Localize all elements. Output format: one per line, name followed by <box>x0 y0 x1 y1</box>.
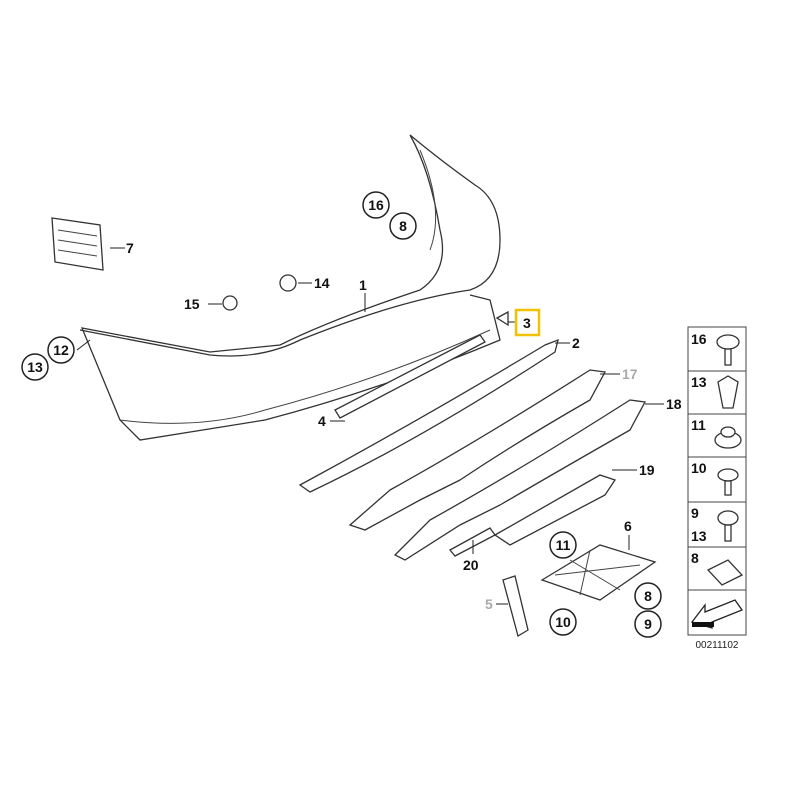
svg-text:10: 10 <box>555 614 571 630</box>
screw-washer-icon <box>717 510 739 542</box>
grille-part-7 <box>51 217 104 271</box>
circled-label-9: 9 <box>634 610 662 638</box>
label-18: 18 <box>666 396 682 412</box>
label-5: 5 <box>485 596 493 612</box>
circled-label-11: 11 <box>549 531 577 559</box>
circled-label-8-lower: 8 <box>634 582 662 610</box>
screw-small-icon <box>717 468 739 496</box>
label-17: 17 <box>622 366 638 382</box>
bracket-part-5 <box>502 575 529 638</box>
arrow-icon <box>690 599 744 629</box>
label-15: 15 <box>184 296 200 312</box>
circled-label-16: 16 <box>362 191 390 219</box>
svg-text:9: 9 <box>644 616 652 632</box>
label-20: 20 <box>463 557 479 573</box>
legend-row-9: 9 <box>691 505 699 521</box>
legend-row-9-13: 13 <box>691 528 707 544</box>
circled-label-10: 10 <box>549 608 577 636</box>
leader-lines <box>76 247 664 605</box>
strip-part-4 <box>334 334 486 419</box>
svg-text:13: 13 <box>27 359 43 375</box>
svg-text:8: 8 <box>399 218 407 234</box>
label-3: 3 <box>523 315 531 331</box>
clip-part-15 <box>222 295 238 311</box>
clip-nut-icon <box>706 559 744 586</box>
label-1: 1 <box>359 277 367 293</box>
legend-row-13: 13 <box>691 374 707 390</box>
svg-text:11: 11 <box>556 537 571 553</box>
rear-bumper-part <box>79 134 501 441</box>
trim-part-19 <box>493 474 617 546</box>
strip-part-2 <box>298 338 559 493</box>
circled-label-8: 8 <box>389 212 417 240</box>
diffuser-part-18 <box>393 399 647 561</box>
highlight-box-3 <box>514 308 541 337</box>
circled-label-12: 12 <box>47 336 75 364</box>
fastener-legend: 16 13 11 10 9 13 8 00211102 <box>687 326 747 651</box>
expanding-nut-icon <box>717 375 739 409</box>
legend-row-8: 8 <box>691 550 699 566</box>
svg-text:12: 12 <box>53 342 69 358</box>
legend-row-10: 10 <box>691 460 707 476</box>
screw-icon <box>716 334 740 366</box>
nut-icon <box>714 426 742 449</box>
svg-text:8: 8 <box>644 588 652 604</box>
label-6: 6 <box>624 518 632 534</box>
part-3 <box>495 310 509 327</box>
label-7: 7 <box>126 240 134 256</box>
label-14: 14 <box>314 275 330 291</box>
legend-row-16: 16 <box>691 331 707 347</box>
clip-part-14 <box>279 274 297 292</box>
label-4: 4 <box>318 413 326 429</box>
diagram-code: 00211102 <box>695 640 738 651</box>
legend-row-11: 11 <box>691 417 706 433</box>
svg-text:16: 16 <box>368 197 384 213</box>
label-2: 2 <box>572 335 580 351</box>
circled-label-13: 13 <box>21 353 49 381</box>
diffuser-part-17 <box>348 369 607 531</box>
label-19: 19 <box>639 462 655 478</box>
